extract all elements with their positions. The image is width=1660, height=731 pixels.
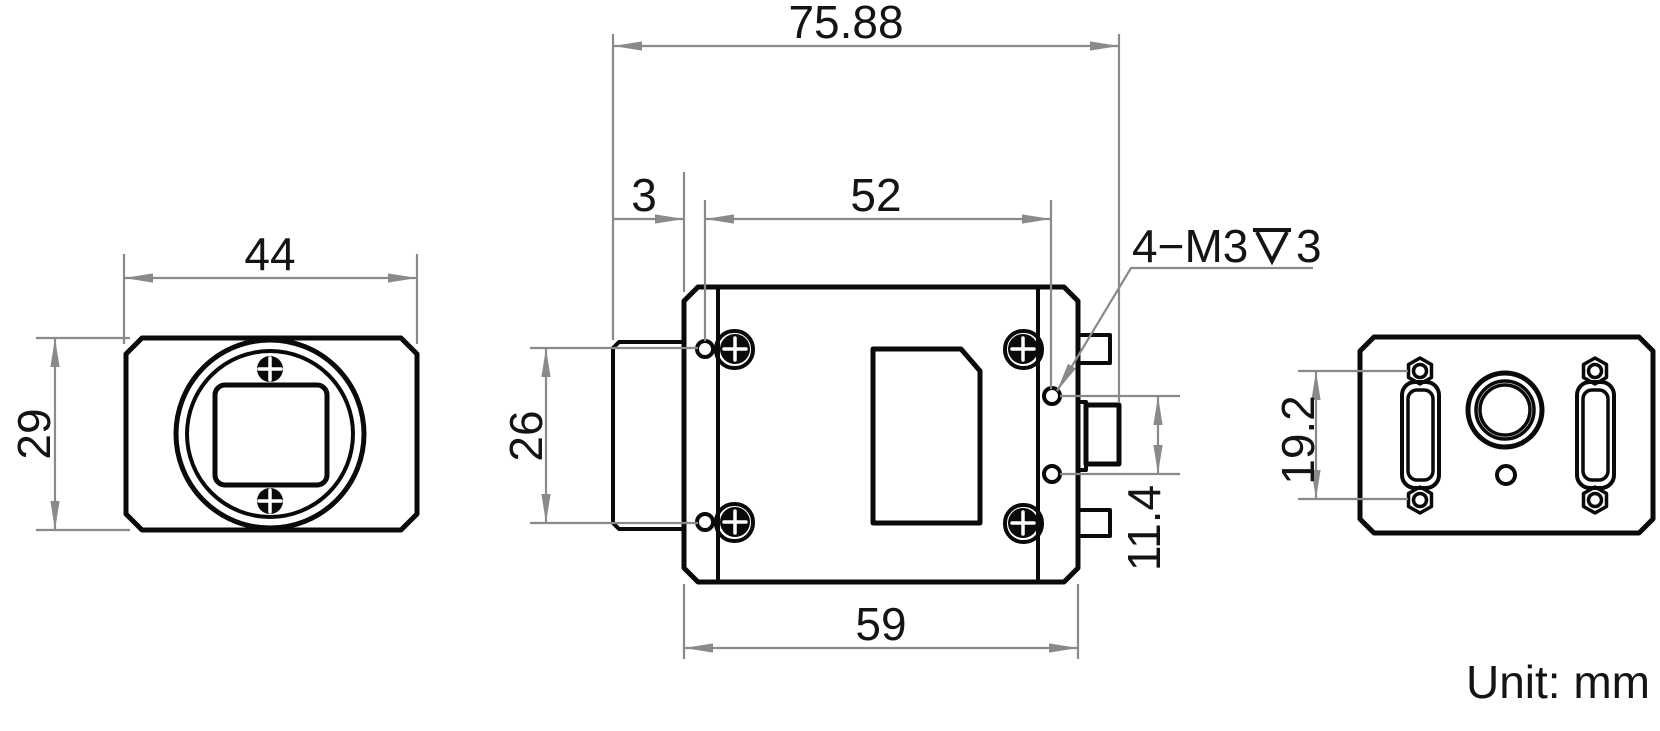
dim-mount-hole-span: 52	[703, 169, 1053, 389]
hex-nut-icon	[1406, 485, 1434, 515]
dim-lens-flange-span: 26	[500, 346, 698, 525]
dim-label-front-width: 44	[244, 228, 295, 280]
circular-connector	[1465, 370, 1545, 450]
mount-hole	[695, 512, 715, 532]
unit-note: Unit: mm	[1466, 656, 1650, 708]
m3-tapped-hole	[1042, 464, 1062, 484]
hex-nut-icon	[1581, 485, 1609, 515]
callout-thread-depth: 3	[1296, 220, 1322, 272]
phillips-screw-icon	[714, 329, 755, 370]
dim-front-height: 29	[8, 336, 130, 532]
dim-label-io-hole-span: 11.4	[1118, 485, 1170, 571]
phillips-screw-icon	[257, 488, 283, 514]
dim-total-length: 75.88	[611, 0, 1121, 403]
dim-label-total-length: 75.88	[788, 0, 903, 48]
io-connector-body	[1083, 402, 1122, 467]
sensor-window	[212, 382, 330, 488]
front-view	[123, 335, 420, 533]
lens-mount-outer-circle	[173, 337, 367, 531]
dsub-connector-right	[1575, 356, 1616, 515]
dim-connector-screw-span: 19.2	[1272, 369, 1408, 501]
rear-view	[1357, 334, 1656, 536]
dim-label-front-height: 29	[8, 408, 60, 459]
top-body-outline	[681, 284, 1081, 585]
status-led	[1495, 464, 1517, 486]
callout-thread-prefix: 4−M3	[1132, 220, 1248, 272]
top-tab	[1076, 333, 1112, 365]
lens-mount-inner-circle	[185, 349, 355, 519]
top-view	[611, 284, 1122, 585]
phillips-screw-icon	[257, 356, 283, 382]
dim-label-front-plate-offset: 3	[631, 169, 657, 221]
dim-io-hole-span: 11.4	[1060, 394, 1180, 571]
dim-label-lens-flange-span: 26	[500, 410, 552, 461]
dsub-connector-left	[1400, 356, 1441, 515]
bottom-tab	[1076, 508, 1112, 538]
dim-body-length: 59	[682, 584, 1080, 659]
hex-nut-icon	[1581, 356, 1609, 386]
dim-label-connector-screw-span: 19.2	[1272, 395, 1324, 485]
rear-body-outline	[1357, 334, 1656, 536]
phillips-screw-icon	[714, 502, 755, 543]
hex-nut-icon	[1406, 356, 1434, 386]
dim-front-width: 44	[122, 228, 419, 344]
dim-label-body-length: 59	[855, 598, 906, 650]
callout-thread: 4−M3 3	[1056, 220, 1322, 392]
phillips-screw-icon	[1003, 329, 1044, 370]
label-recess	[870, 346, 983, 526]
lens-flange	[611, 340, 686, 531]
phillips-screw-icon	[1003, 503, 1044, 544]
dim-front-plate-offset: 3	[613, 169, 686, 292]
dim-label-mount-hole-span: 52	[850, 169, 901, 221]
mount-hole	[695, 339, 715, 359]
depth-symbol-icon	[1253, 228, 1291, 266]
front-body-outline	[123, 335, 420, 533]
